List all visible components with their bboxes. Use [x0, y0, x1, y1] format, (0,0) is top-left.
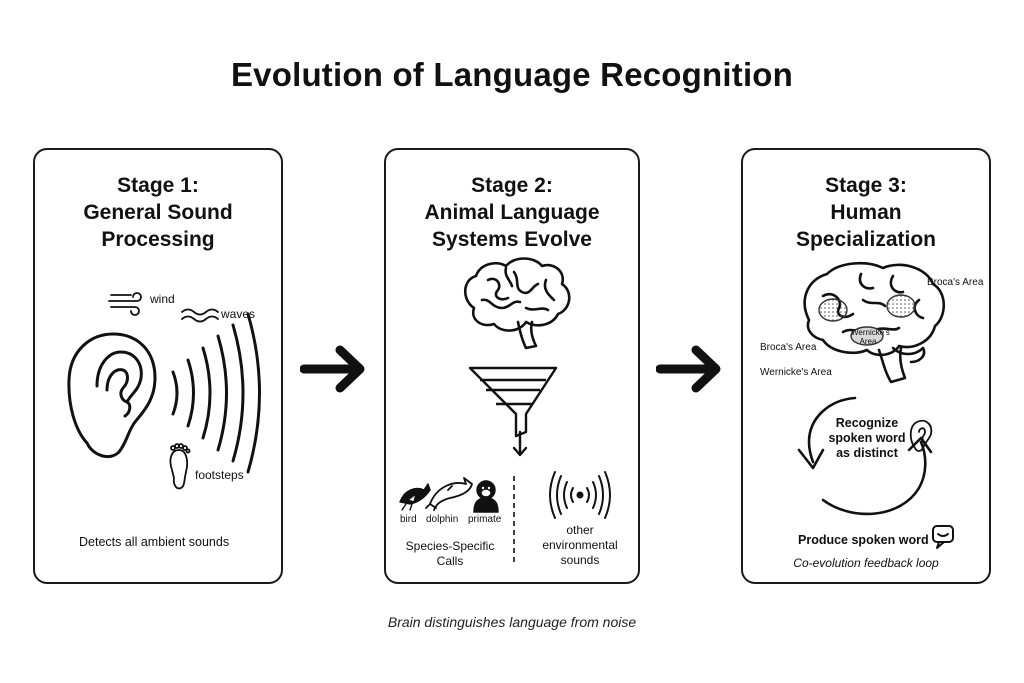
wernickes-area-label: Wernicke's Area	[760, 367, 832, 378]
primate-icon	[473, 480, 499, 513]
bottom-caption: Brain distinguishes language from noise	[387, 614, 637, 630]
funnel-icon	[468, 366, 558, 457]
footsteps-icon	[169, 443, 191, 490]
environmental-sounds-line-3: sounds	[560, 553, 600, 567]
footsteps-label: footsteps	[195, 468, 244, 482]
co-evolution-caption: Co-evolution feedback loop	[793, 556, 939, 570]
stage-2-title-line-2: Animal Language	[424, 201, 600, 224]
stage-3-title-line-1: Stage 3:	[825, 174, 907, 197]
bird-icon	[399, 483, 431, 511]
dolphin-label: dolphin	[426, 514, 459, 525]
waves-icon	[181, 308, 219, 323]
primate-label: primate	[468, 514, 502, 525]
diagram-title: Evolution of Language Recognition	[230, 56, 794, 93]
stage-1-illustration	[67, 292, 261, 490]
wind-icon	[108, 292, 142, 316]
recognize-line-2: spoken word	[828, 431, 906, 445]
recognize-line-3: as distinct	[836, 446, 898, 460]
stage-2-title-line-1: Stage 2:	[471, 174, 553, 197]
stage-3-panel: Stage 3: Human Specialization	[741, 148, 991, 584]
stage-2-title-line-3: Systems Evolve	[432, 228, 592, 251]
brain-icon	[463, 257, 571, 350]
stage-1-title-line-3: Processing	[101, 228, 215, 251]
stage-1-footer: Detects all ambient sounds	[79, 535, 230, 549]
species-specific-calls-line-2: Calls	[436, 554, 464, 568]
environmental-sound-icon	[549, 471, 611, 519]
broca-area-highlight	[818, 298, 848, 322]
produce-spoken-word-label: Produce spoken word	[798, 533, 929, 547]
environmental-sounds-label: other environmental sounds	[522, 523, 638, 568]
bird-label: bird	[400, 514, 417, 525]
speech-bubble-icon	[932, 525, 954, 549]
broca-area-highlight-right	[886, 294, 916, 318]
wind-label: wind	[150, 292, 175, 306]
wernickes-area-inner-label: Wernicke's Area	[851, 328, 890, 346]
waves-label: waves	[221, 307, 256, 321]
recognize-spoken-word-label: Recognize spoken word as distinct	[815, 416, 919, 461]
stage-2-illustration	[399, 257, 611, 564]
ear-icon-small	[909, 419, 933, 452]
ear-icon	[67, 332, 157, 459]
stage-2-title: Stage 2: Animal Language Systems Evolve	[386, 172, 638, 253]
stage-2-panel: Stage 2: Animal Language Systems Evolve	[384, 148, 640, 584]
stage-3-title-line-3: Specialization	[795, 228, 937, 251]
brocas-area-label-right: Broca's Area	[927, 277, 984, 288]
human-brain-icon	[803, 261, 946, 384]
wernicke-area-highlight	[850, 326, 884, 346]
wernickes-inner-line-2: Area	[859, 337, 877, 346]
stage-1-title-line-2: General Sound	[83, 201, 233, 224]
stage-3-title-line-2: Human	[830, 201, 902, 224]
species-specific-calls-line-1: Species-Specific	[405, 539, 495, 553]
arrow-right-icon	[300, 345, 365, 393]
stage-1-title: Stage 1: General Sound Processing	[35, 172, 281, 253]
wernickes-inner-line-1: Wernicke's	[851, 328, 890, 337]
brocas-area-label-left: Broca's Area	[760, 342, 817, 353]
stage-3-illustration	[797, 261, 954, 549]
recognize-line-1: Recognize	[835, 416, 899, 430]
environmental-sounds-line-1: other	[566, 523, 594, 537]
arrow-right-icon-2	[656, 345, 721, 393]
dolphin-icon	[425, 477, 473, 511]
stage-1-title-line-1: Stage 1:	[117, 174, 199, 197]
environmental-sounds-line-2: environmental	[542, 538, 618, 552]
stage-3-title: Stage 3: Human Specialization	[743, 172, 989, 253]
sound-waves-icon	[171, 312, 261, 474]
stage-1-panel: Stage 1: General Sound Processing	[33, 148, 283, 584]
species-specific-calls-label: Species-Specific Calls	[390, 539, 510, 569]
